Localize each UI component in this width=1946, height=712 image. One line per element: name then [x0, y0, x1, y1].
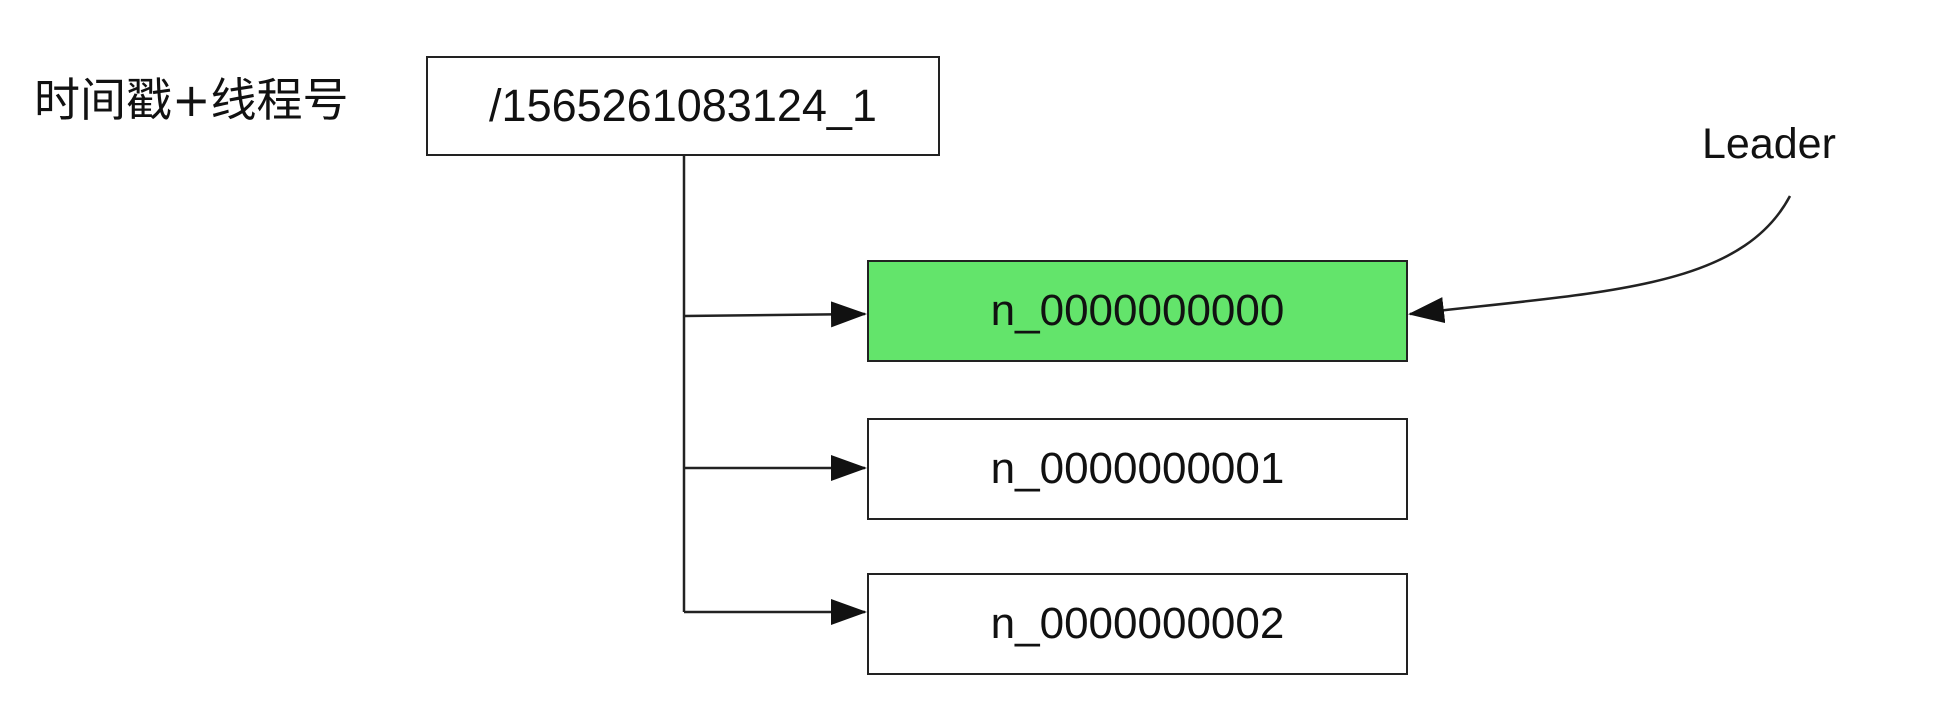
child-node-label: n_0000000002 — [990, 599, 1285, 648]
timestamp-thread-label: 时间戳+线程号 — [34, 73, 349, 127]
leader-pointer-arrow — [1408, 195, 1792, 324]
root-node-label: /1565261083124_1 — [489, 80, 877, 131]
root-node: /1565261083124_1 — [426, 56, 940, 156]
branch-arrow-0 — [683, 301, 867, 328]
child-node-label: n_0000000000 — [990, 286, 1285, 335]
child-node: n_0000000001 — [867, 418, 1408, 520]
child-node: n_0000000002 — [867, 573, 1408, 675]
leader-label: Leader — [1702, 120, 1836, 168]
child-node-label: n_0000000001 — [990, 444, 1285, 493]
child-node-leader: n_0000000000 — [867, 260, 1408, 362]
